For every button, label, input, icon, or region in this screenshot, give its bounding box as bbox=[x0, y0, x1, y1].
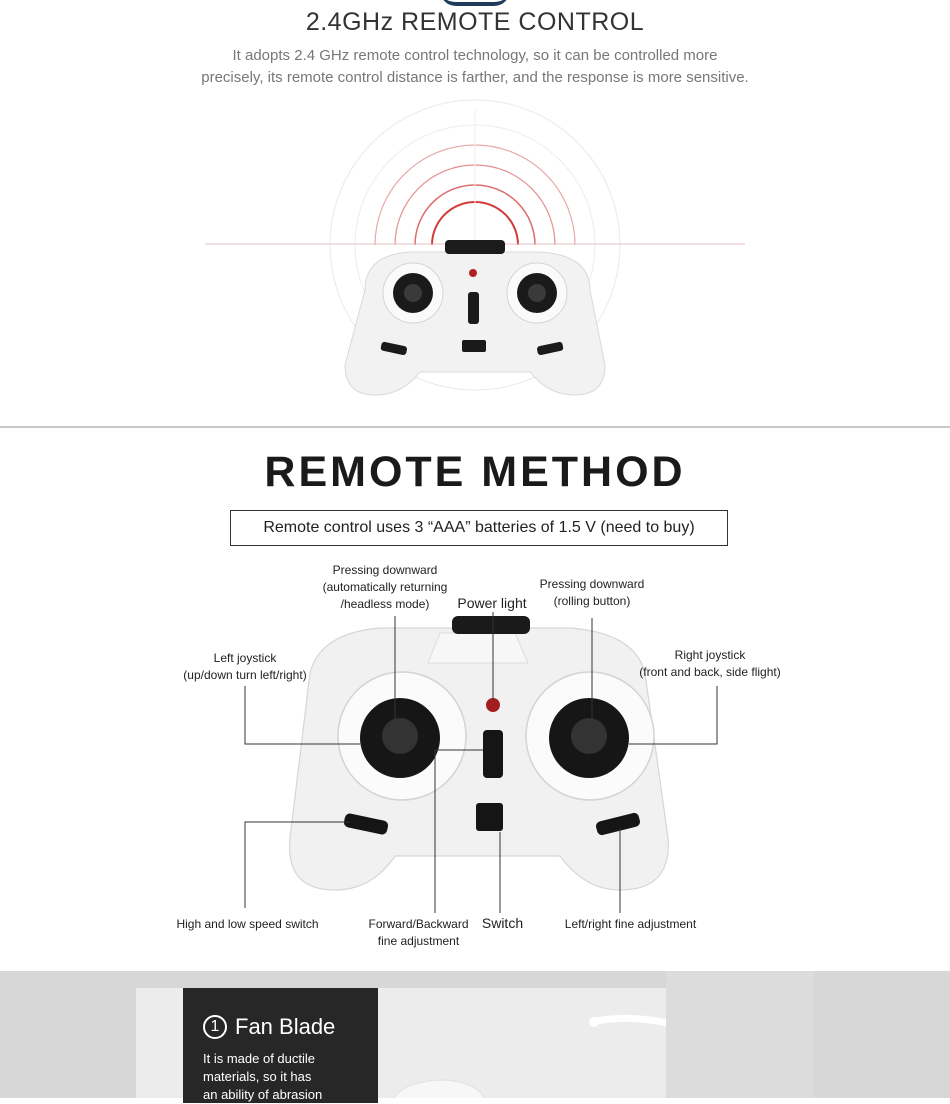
label-pressing-downward-left: Pressing downward (automatically returni… bbox=[305, 562, 465, 613]
section-description: It adopts 2.4 GHz remote control technol… bbox=[150, 45, 800, 89]
label-high-low-speed-switch: High and low speed switch bbox=[176, 917, 319, 931]
description-line-2: precisely, its remote control distance i… bbox=[201, 69, 749, 86]
remote-method-section: REMOTE METHOD Remote control uses 3 “AAA… bbox=[0, 428, 950, 971]
label-line: fine adjustment bbox=[377, 934, 460, 948]
fan-blade-title: 1 Fan Blade bbox=[203, 1014, 358, 1040]
battery-note-text: Remote control uses 3 “AAA” batteries of… bbox=[263, 519, 695, 536]
battery-note-box: Remote control uses 3 “AAA” batteries of… bbox=[230, 510, 728, 546]
label-left-right-fine-adjustment: Left/right fine adjustment bbox=[564, 917, 697, 931]
description-line-1: It adopts 2.4 GHz remote control technol… bbox=[232, 47, 718, 64]
section-title-remote-method: REMOTE METHOD bbox=[264, 448, 686, 496]
label-line: Right joystick bbox=[674, 648, 746, 662]
label-line: /headless mode) bbox=[340, 597, 430, 611]
callout-speed-switch bbox=[244, 821, 350, 908]
label-left-joystick: Left joystick (up/down turn left/right) bbox=[165, 650, 325, 684]
fan-blade-section bbox=[0, 971, 950, 1098]
label-right-joystick: Right joystick (front and back, side fli… bbox=[630, 647, 790, 681]
fan-desc-line: materials, so it has bbox=[203, 1069, 312, 1084]
callout-lines bbox=[244, 612, 718, 913]
section-title-remote-control: 2.4GHz REMOTE CONTROL bbox=[305, 8, 645, 36]
remote-controller-diagram bbox=[244, 612, 718, 913]
label-line: (up/down turn left/right) bbox=[183, 668, 307, 682]
label-line: (front and back, side flight) bbox=[639, 665, 781, 679]
fan-desc-line: It is made of ductile bbox=[203, 1051, 315, 1066]
signal-ring-faint-1 bbox=[329, 99, 621, 391]
label-line: Forward/Backward bbox=[368, 917, 469, 931]
label-forward-backward-fine-adjustment: Forward/Backward fine adjustment bbox=[356, 916, 481, 950]
callout-left-joystick bbox=[244, 686, 360, 745]
fan-blade-card: 1 Fan Blade It is made of ductile materi… bbox=[183, 988, 378, 1103]
label-line: (automatically returning bbox=[322, 580, 448, 594]
fan-blade-description: It is made of ductile materials, so it h… bbox=[203, 1050, 358, 1104]
feature-number-badge: 1 bbox=[203, 1015, 227, 1039]
callout-fwd-back bbox=[434, 749, 483, 913]
label-line: Pressing downward bbox=[332, 563, 438, 577]
callout-right-joystick bbox=[629, 686, 718, 745]
top-arc-decoration bbox=[440, 0, 510, 6]
fan-blade-title-text: Fan Blade bbox=[235, 1014, 336, 1039]
remote-control-section: 2.4GHz REMOTE CONTROL It adopts 2.4 GHz … bbox=[0, 0, 950, 425]
label-power-light: Power light bbox=[457, 595, 527, 611]
label-line: (rolling button) bbox=[553, 594, 631, 608]
label-line: Left joystick bbox=[213, 651, 277, 665]
fan-desc-line: an ability of abrasion bbox=[203, 1087, 323, 1102]
remote-signal-illustration bbox=[205, 99, 745, 396]
label-switch: Switch bbox=[481, 915, 524, 931]
remote-controller-small bbox=[344, 240, 606, 396]
label-pressing-downward-right: Pressing downward (rolling button) bbox=[522, 576, 662, 610]
label-line: Pressing downward bbox=[539, 577, 645, 591]
remote-controller-large bbox=[288, 616, 669, 891]
section-divider bbox=[0, 426, 950, 428]
side-shade-right bbox=[666, 971, 814, 1098]
blade-guard-tip bbox=[589, 1017, 599, 1027]
fan-blade-shape bbox=[393, 1079, 485, 1098]
